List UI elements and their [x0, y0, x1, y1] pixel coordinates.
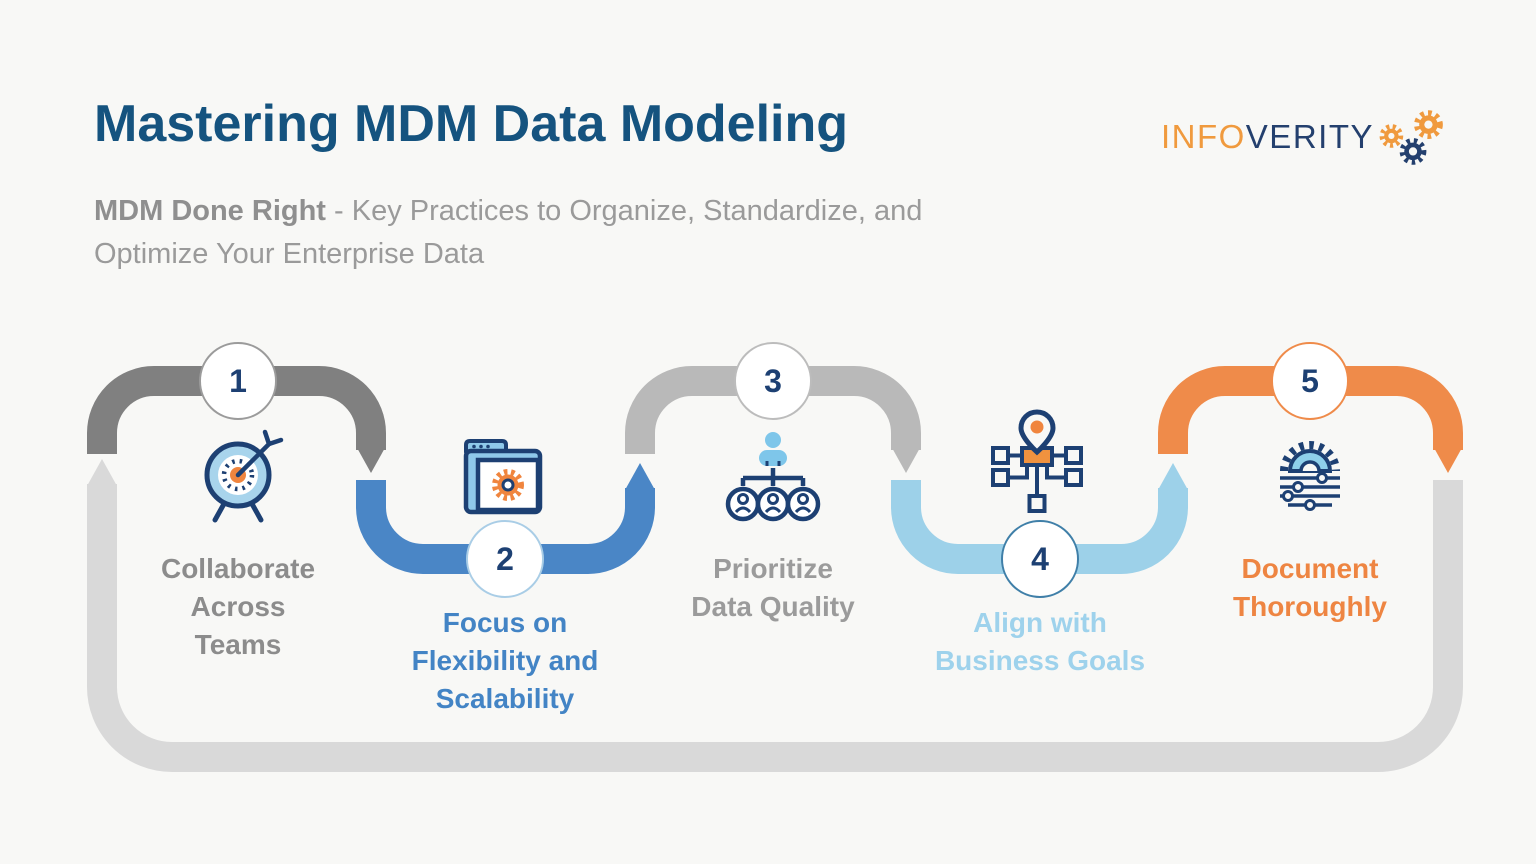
step-3-number: 3 [764, 362, 782, 399]
logo-verity: VERITY [1245, 118, 1374, 155]
step-1-number: 1 [229, 362, 247, 399]
page-title: Mastering MDM Data Modeling [94, 95, 849, 153]
step-2-number: 2 [496, 540, 514, 577]
step-5-number: 5 [1301, 362, 1319, 399]
step-2-number-badge: 2 [466, 520, 544, 598]
step-4-label: Align with Business Goals [934, 607, 1146, 676]
folder-gear-icon [463, 439, 543, 515]
step-1-label: Collaborate Across Teams [160, 553, 316, 660]
large-orange-gear-icon [1414, 110, 1443, 140]
step-2-label: Focus on Flexibility and Scalability [411, 607, 599, 714]
small-orange-gear-icon [1379, 124, 1404, 148]
step-4-number-badge: 4 [1001, 520, 1079, 598]
logo-info: INFO [1160, 118, 1246, 155]
step-3-label: Prioritize Data Quality [691, 553, 855, 622]
step-5-label: Document Thoroughly [1233, 553, 1387, 622]
loop-arrow-up-icon [87, 459, 117, 486]
step-2-arrow-up-icon [625, 463, 655, 490]
loop-path [87, 480, 1463, 772]
step-4-arrow-up-icon [1158, 463, 1188, 490]
step-3-number-badge: 3 [734, 342, 812, 420]
logo-gears-icon [1379, 110, 1443, 165]
step-5-number-badge: 5 [1271, 342, 1349, 420]
flowchart-pin-icon [991, 409, 1083, 513]
infoverity-logo: INFOVERITY [1161, 104, 1448, 170]
step-1-arrow-down-icon [356, 446, 386, 473]
step-3-arrow-down-icon [891, 446, 921, 473]
team-hierarchy-icon [725, 432, 821, 522]
target-icon [204, 429, 284, 523]
subtitle-bold: MDM Done Right [94, 195, 326, 227]
subtitle-rest: - Key Practices to Organize, Standardize… [94, 195, 923, 270]
gear-settings-icon [1280, 441, 1340, 511]
step-1-number-badge: 1 [199, 342, 277, 420]
step-4-number: 4 [1031, 540, 1049, 577]
logo-wordmark: INFOVERITY [1161, 118, 1374, 156]
step-5-arrow-down-icon [1433, 446, 1463, 473]
page-subtitle: MDM Done Right - Key Practices to Organi… [94, 190, 994, 276]
blue-gear-icon [1399, 138, 1427, 165]
